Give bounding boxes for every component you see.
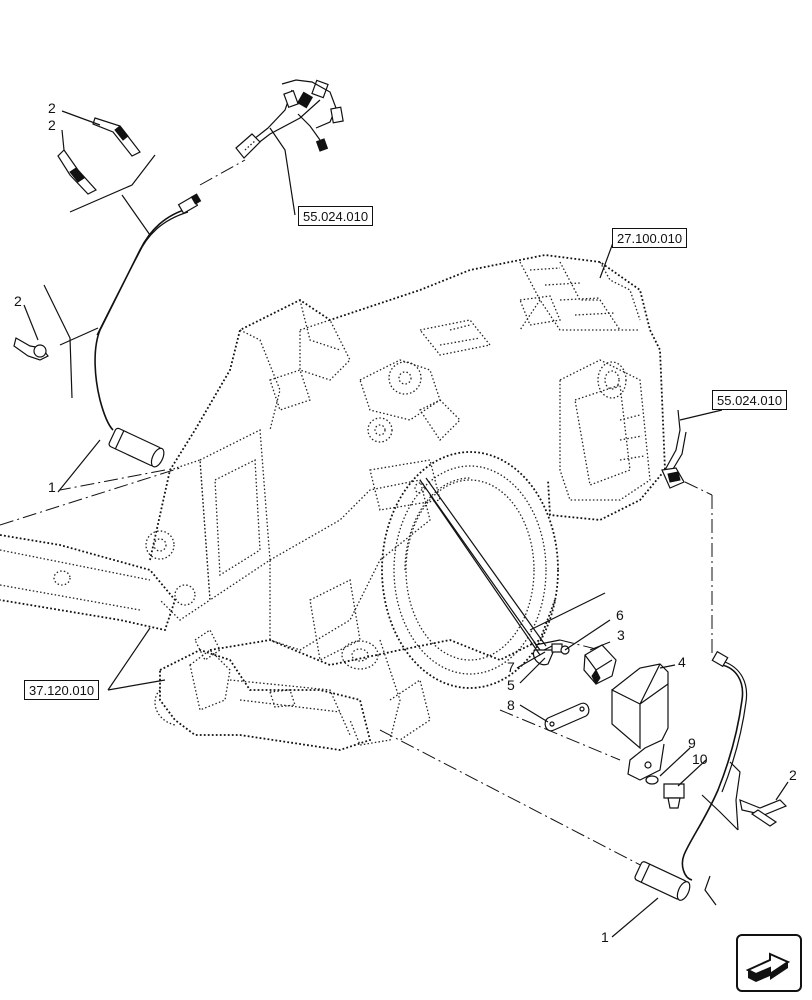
callout-2-cable-tie-b: 2 bbox=[48, 117, 56, 133]
callout-8-plate: 8 bbox=[507, 697, 515, 713]
next-page-arrow-icon bbox=[745, 952, 791, 982]
cable-tie-icon bbox=[739, 799, 788, 827]
ref-hitch[interactable]: 37.120.010 bbox=[24, 680, 100, 700]
leader-lines bbox=[23, 110, 789, 938]
cable-tie-icon bbox=[13, 337, 49, 361]
cable-tie-icon bbox=[57, 149, 97, 195]
ref-axle-housing[interactable]: 27.100.010 bbox=[612, 228, 688, 248]
callout-9-washer: 9 bbox=[688, 735, 696, 751]
callout-6-pin: 6 bbox=[616, 607, 624, 623]
callout-2-cable-tie-a: 2 bbox=[48, 100, 56, 116]
callout-1-sensor-upper: 1 bbox=[48, 479, 56, 495]
next-page-button[interactable] bbox=[736, 934, 802, 992]
cable-tie-icon bbox=[92, 117, 141, 157]
callout-4-bracket: 4 bbox=[678, 654, 686, 670]
callout-3-sensor-plug: 3 bbox=[617, 627, 625, 643]
upper-sensor-harness bbox=[13, 79, 344, 468]
callout-2-cable-tie-d: 2 bbox=[789, 767, 797, 783]
ref-wiring-right[interactable]: 55.024.010 bbox=[712, 390, 788, 410]
lower-sensor-harness bbox=[634, 409, 788, 906]
ref-wiring-top[interactable]: 55.024.010 bbox=[298, 206, 374, 226]
callout-2-cable-tie-c: 2 bbox=[14, 293, 22, 309]
sensor-bracket-parts bbox=[419, 477, 685, 809]
callout-10-bolt: 10 bbox=[692, 751, 708, 767]
callout-1-sensor-lower: 1 bbox=[601, 929, 609, 945]
hitch-assembly bbox=[0, 534, 372, 751]
callout-5-clip: 5 bbox=[507, 677, 515, 693]
callout-7-spring: 7 bbox=[507, 659, 515, 675]
